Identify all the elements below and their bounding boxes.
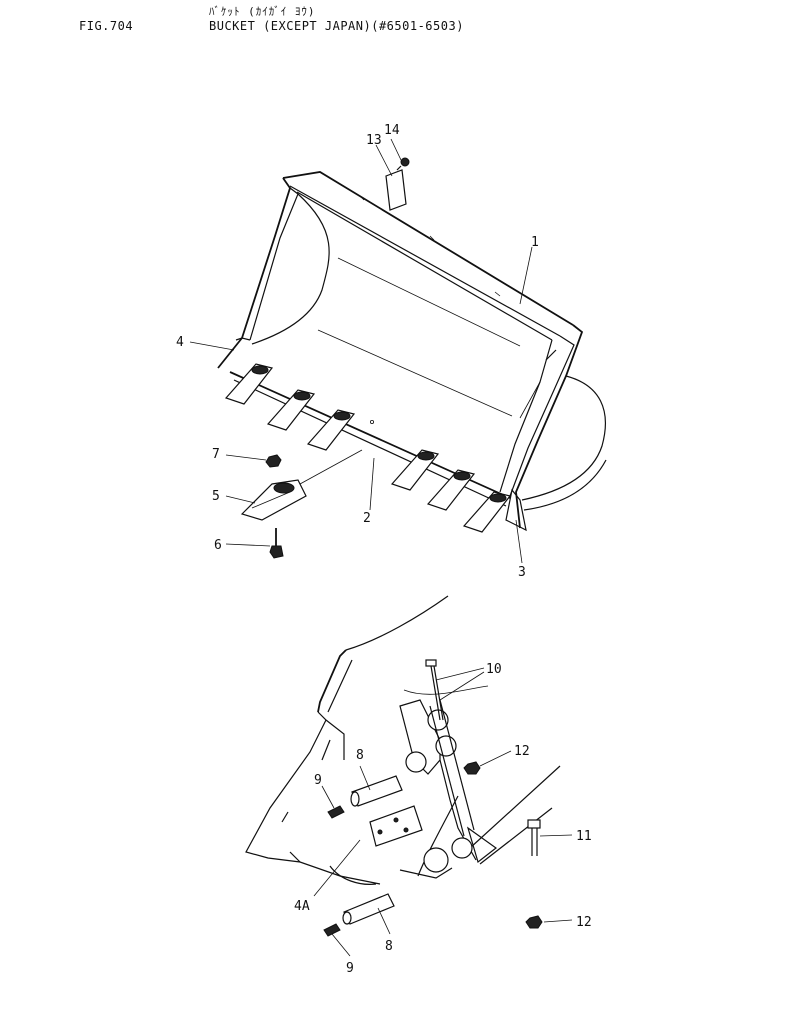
hinge-pin-lower: [342, 893, 395, 925]
bracket-bolt: [425, 659, 444, 721]
bucket-back-detail: [245, 595, 561, 885]
tooth: [390, 449, 440, 491]
separate-tooth: [240, 479, 307, 521]
hinge-nut-lower: [525, 915, 543, 929]
callout-4: 4: [176, 335, 184, 350]
grease-fitting-upper: [327, 805, 345, 819]
callout-2: 2: [363, 511, 371, 526]
callout-3: 3: [518, 565, 526, 580]
callout-7: 7: [212, 447, 220, 462]
hinge-detail-view: 10 12 11 12 8 9 4A 8 9: [245, 595, 592, 976]
callout-8-upper: 8: [356, 748, 364, 763]
callout-5: 5: [212, 489, 220, 504]
callout-12-upper: 12: [514, 744, 530, 759]
hinge-bracket: [399, 699, 475, 873]
callout-9-lower: 9: [346, 961, 354, 976]
grease-fitting-lower: [323, 923, 341, 937]
lower-bracket: [369, 805, 423, 847]
figure-number: FIG.704: [79, 19, 134, 33]
callout-4a: 4A: [294, 899, 310, 914]
leader-lines-lower: [313, 667, 573, 957]
hinge-pin-upper: [350, 775, 403, 807]
callout-13: 13: [366, 133, 382, 148]
callout-8-lower: 8: [385, 939, 393, 954]
leader-lines-upper: [189, 138, 533, 564]
callout-14: 14: [384, 123, 400, 138]
callout-12-lower: 12: [576, 915, 592, 930]
figure-title-english: BUCKET (EXCEPT JAPAN)(#6501-6503): [209, 19, 464, 33]
callout-1: 1: [531, 235, 539, 250]
hinge-bolt: [527, 819, 541, 856]
callout-10: 10: [486, 662, 502, 677]
hinge-nut-upper: [463, 761, 481, 775]
cover-plate: [385, 169, 407, 211]
tooth: [462, 491, 512, 533]
bucket-assembly-view: 14 13 1 4 7 5 6 2 3: [176, 123, 607, 580]
callout-11: 11: [576, 829, 592, 844]
tooth-bolt: [269, 528, 284, 559]
tooth: [224, 363, 274, 405]
tooth: [306, 409, 356, 451]
tooth: [426, 469, 476, 511]
figure-title-japanese: ﾊﾞｹｯﾄ (ｶｲｶﾞｲ ﾖｳ): [209, 5, 316, 18]
figure-header: FIG.704 ﾊﾞｹｯﾄ (ｶｲｶﾞｲ ﾖｳ) BUCKET (EXCEPT …: [0, 0, 788, 40]
plate-bolt: [396, 157, 410, 171]
tooth-nut: [265, 454, 282, 468]
bucket-body: [217, 171, 607, 532]
bucket-teeth-row: [224, 363, 512, 533]
callout-9-upper: 9: [314, 773, 322, 788]
tooth: [266, 389, 316, 431]
callout-6: 6: [214, 538, 222, 553]
